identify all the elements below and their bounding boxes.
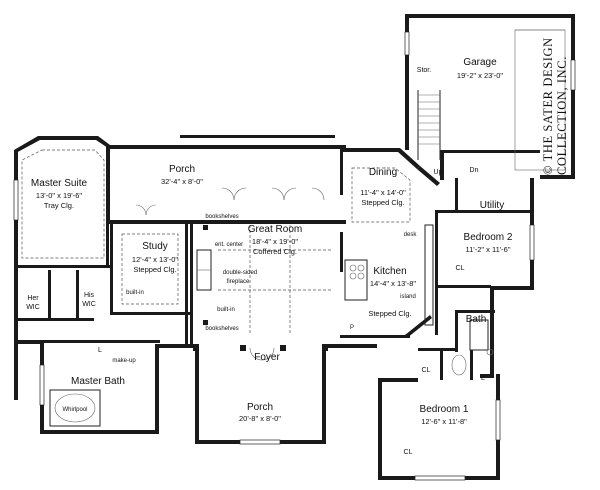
- kitchen-dims: 14'-4" x 13'-8": [370, 279, 416, 288]
- her-wic-line1: Her: [27, 295, 39, 302]
- rear-porch-doors: [135, 187, 325, 216]
- columns: [193, 225, 328, 351]
- great-room-name: Great Room: [248, 224, 302, 235]
- master-suite-ceiling: Tray Clg.: [44, 201, 74, 210]
- bookshelves-top: bookshelves: [205, 214, 238, 220]
- rear-porch-name: Porch: [169, 164, 195, 175]
- front-porch-name: Porch: [247, 402, 273, 413]
- foyer-name: Foyer: [254, 352, 280, 363]
- desk-label: desk: [404, 232, 418, 238]
- bedroom1-name: Bedroom 1: [420, 404, 469, 415]
- copyright-line2: COLLECTION, INC.: [555, 56, 569, 175]
- storage-label: Stor.: [417, 67, 431, 74]
- his-wic-line1: His: [84, 292, 95, 299]
- master-suite-name: Master Suite: [31, 178, 88, 189]
- dining-dims: 11'-4" x 14'-0": [360, 188, 406, 197]
- stairs-up-label: Up: [434, 169, 443, 176]
- kitchen-ceiling: Stepped Clg.: [368, 309, 411, 318]
- ent-center-label: ent. center: [215, 242, 243, 248]
- bedroom2-dims: 11'-2" x 11'-6": [465, 245, 510, 254]
- garage-door: [514, 29, 566, 171]
- garage-stairs: [417, 90, 441, 160]
- bedroom1-closet-top: CL: [422, 367, 431, 374]
- whirlpool-tub: [49, 389, 101, 427]
- kitchen-island: [344, 259, 368, 301]
- bath-name: Bath: [466, 314, 487, 325]
- stairs-down-label: Dn: [470, 167, 479, 174]
- bedroom1-dims: 12'-6" x 11'-8": [421, 417, 467, 426]
- study-ceiling: Stepped Clg.: [133, 265, 176, 274]
- great-room-dims: 18'-4" x 19'-0": [252, 237, 298, 246]
- windows: [13, 31, 576, 481]
- study-name: Study: [142, 241, 168, 252]
- dining-name: Dining: [369, 167, 397, 178]
- rear-porch-dims: 32'-4" x 8'-0": [161, 177, 203, 186]
- pantry-label: P: [350, 325, 354, 331]
- master-bath-linen: L: [98, 347, 102, 354]
- built-in-left: built-in: [126, 290, 144, 296]
- double-sided-label: double-sided: [223, 270, 257, 276]
- bath-fixtures: [451, 319, 494, 376]
- kitchen-name: Kitchen: [373, 266, 406, 277]
- his-wic-line2: WIC: [82, 301, 96, 308]
- utility-name: Utility: [480, 200, 504, 211]
- bookshelves-bottom: bookshelves: [205, 326, 238, 332]
- bedroom2-name: Bedroom 2: [464, 232, 513, 243]
- makeup-label: make-up: [112, 358, 136, 364]
- study-stepped-ceiling: [121, 233, 179, 305]
- built-in-right: built-in: [217, 307, 235, 313]
- copyright-line1: © THE SATER DESIGN: [541, 37, 555, 175]
- her-wic-line2: WIC: [26, 304, 40, 311]
- coffered-ceiling: [218, 225, 332, 335]
- front-doors: [249, 347, 275, 361]
- study-dims: 12'-4" x 13'-0": [132, 255, 178, 264]
- bedroom2-closet: CL: [456, 265, 465, 272]
- interior-walls: [14, 150, 531, 380]
- room-labels: Garage 19'-2" x 23'-0" Stor. Master Suit…: [26, 57, 513, 456]
- dining-ceiling: Stepped Clg.: [361, 198, 404, 207]
- whirlpool-label: Whirlpool: [62, 407, 87, 413]
- front-porch-dims: 20'-8" x 8'-0": [239, 414, 281, 423]
- master-bath-name: Master Bath: [71, 376, 125, 387]
- dining-stepped-ceiling: [351, 167, 411, 223]
- copyright-notice: © THE SATER DESIGN COLLECTION, INC.: [541, 37, 569, 175]
- great-room-ceiling: Coffered Clg.: [253, 247, 297, 256]
- garage-name: Garage: [463, 57, 497, 68]
- garage-dims: 19'-2" x 23'-0": [457, 71, 503, 80]
- island-label: island: [400, 294, 416, 300]
- fireplace-symbol: [196, 249, 212, 291]
- bedroom1-closet: CL: [404, 449, 413, 456]
- kitchen-counter: [424, 224, 434, 326]
- master-suite-dims: 13'-0" x 19'-6": [36, 191, 82, 200]
- fireplace-label: fireplace: [227, 279, 250, 285]
- bath-linen: L: [481, 375, 485, 382]
- master-tray-ceiling: [21, 149, 105, 259]
